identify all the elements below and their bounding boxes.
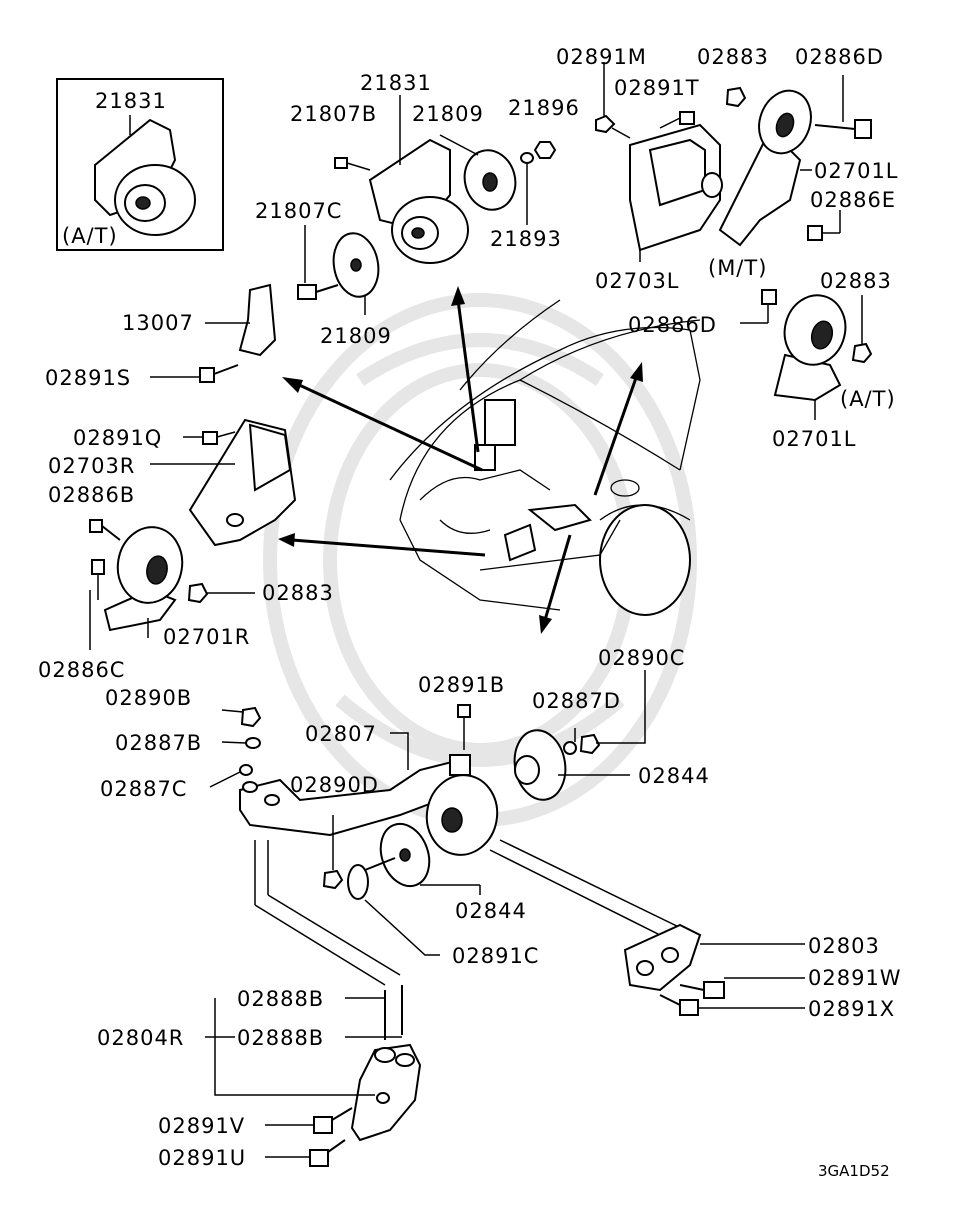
label-mt: (M/T) (708, 256, 767, 280)
bracket-13007 (150, 283, 277, 383)
label-02891T: 02891T (614, 76, 700, 100)
label-02886B: 02886B (48, 483, 135, 507)
label-02891X: 02891X (808, 997, 895, 1021)
crossmember-02807 (209, 670, 686, 986)
mount-02703L-02701L (595, 62, 872, 262)
label-02701L-bottom: 02701L (772, 427, 857, 451)
label-02888B-1: 02888B (237, 987, 324, 1011)
label-02891S: 02891S (45, 366, 131, 390)
label-21893: 21893 (490, 227, 562, 251)
label-02891V: 02891V (158, 1114, 245, 1138)
label-02803: 02803 (808, 934, 880, 958)
car-engine-bay-illustration (389, 299, 701, 616)
label-02891Q: 02891Q (73, 426, 162, 450)
label-02887C: 02887C (100, 777, 187, 801)
inset-frame (56, 78, 224, 251)
label-02883-left: 02883 (262, 581, 334, 605)
bracket-02804R (205, 985, 422, 1167)
label-02883-right: 02883 (820, 269, 892, 293)
label-02703L: 02703L (595, 269, 680, 293)
label-02883-top: 02883 (697, 45, 769, 69)
label-02891B: 02891B (418, 673, 505, 697)
label-02886E: 02886E (810, 188, 896, 212)
label-02890B: 02890B (105, 686, 192, 710)
label-02703R: 02703R (48, 454, 135, 478)
label-02886D-top: 02886D (795, 45, 884, 69)
label-02891U: 02891U (158, 1146, 246, 1170)
mount-02703R-02701R (89, 418, 297, 650)
label-02886C: 02886C (38, 658, 125, 682)
label-02807: 02807 (305, 722, 377, 746)
label-21831-inset: 21831 (95, 89, 167, 113)
label-02804R: 02804R (97, 1026, 184, 1050)
label-02888B-2: 02888B (237, 1026, 324, 1050)
diagram-code: 3GA1D52 (818, 1162, 890, 1180)
mount-02701L-at (740, 289, 873, 420)
label-21809-bottom: 21809 (320, 324, 392, 348)
label-02890D: 02890D (290, 773, 379, 797)
inset-at-mount (56, 78, 224, 251)
label-21896: 21896 (508, 96, 580, 120)
label-at-inset: (A/T) (62, 224, 118, 248)
label-13007: 13007 (122, 311, 194, 335)
label-at-right: (A/T) (840, 387, 896, 411)
label-02844-bottom: 02844 (455, 899, 527, 923)
pointer-arrows (278, 286, 643, 634)
label-02886D-mid: 02886D (628, 313, 717, 337)
label-21831: 21831 (360, 71, 432, 95)
label-02844-right: 02844 (638, 764, 710, 788)
label-02887B: 02887B (115, 731, 202, 755)
label-21809-top: 21809 (412, 102, 484, 126)
label-02701R: 02701R (163, 625, 250, 649)
bracket-02803 (623, 923, 805, 1016)
label-02890C: 02890C (598, 646, 685, 670)
label-02891W: 02891W (808, 966, 902, 990)
engine-mount-21831 (297, 95, 557, 315)
label-21807B: 21807B (290, 102, 377, 126)
label-02887D: 02887D (532, 689, 621, 713)
label-02891C: 02891C (452, 944, 539, 968)
label-21807C: 21807C (255, 199, 342, 223)
label-02701L-top: 02701L (814, 159, 899, 183)
label-02891M: 02891M (556, 45, 647, 69)
